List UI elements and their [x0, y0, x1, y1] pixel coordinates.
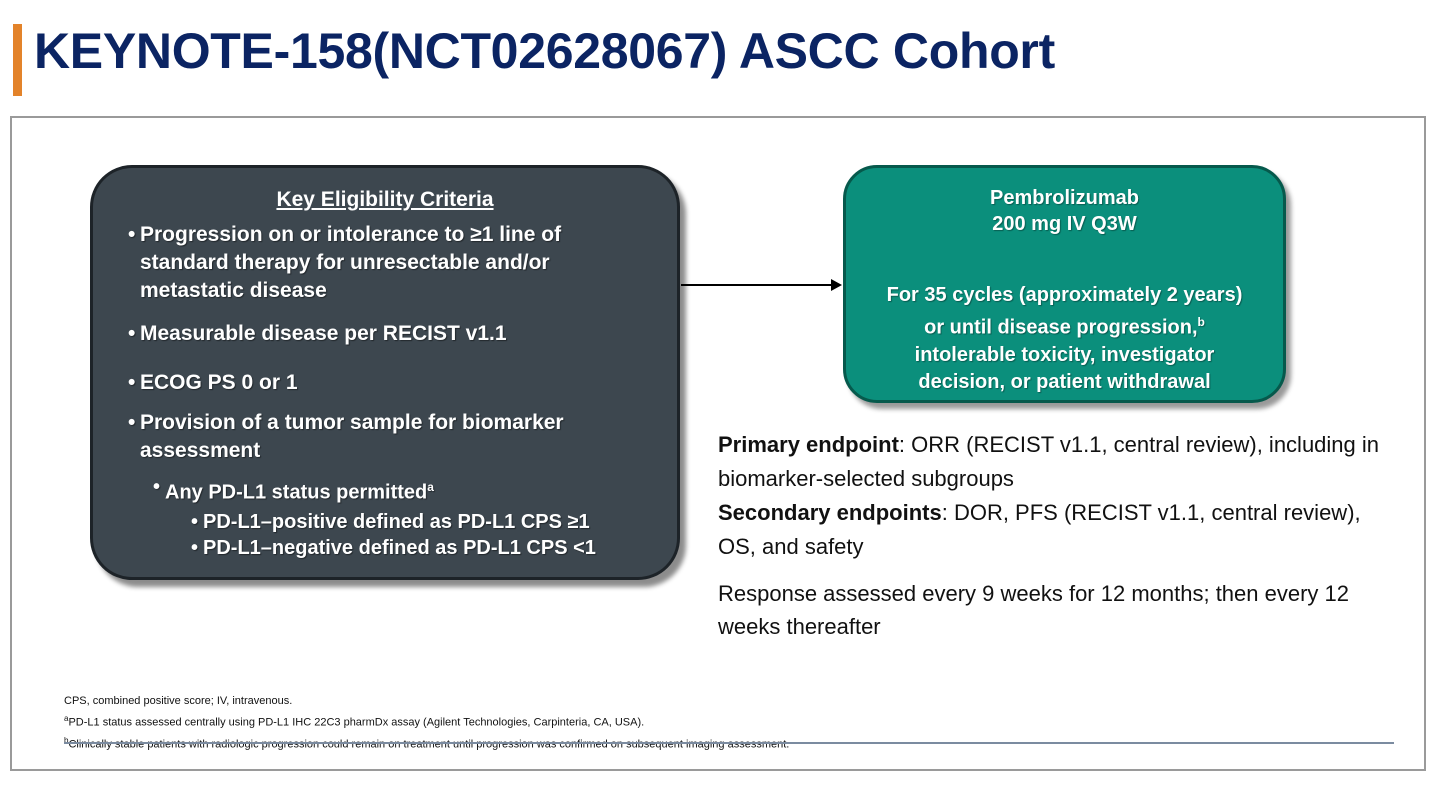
footnote-b-marker: b	[64, 735, 69, 745]
bullet: •	[153, 476, 161, 498]
criteria-line: metastatic disease	[140, 279, 327, 302]
bullet: •	[128, 223, 136, 246]
criteria-line: assessment	[140, 439, 261, 462]
footnote-marker-a: a	[427, 480, 434, 494]
bullet: •	[191, 537, 199, 559]
flow-arrow-line	[681, 284, 833, 286]
primary-endpoint-text: : ORR (RECIST v1.1, central review), inc…	[718, 432, 1380, 491]
criteria-line: Measurable disease per RECIST v1.1	[140, 322, 507, 345]
bullet: •	[128, 322, 136, 345]
footnote-b: bClinically stable patients with radiolo…	[64, 732, 789, 754]
criteria-sub-sub-item-negative: • PD-L1–negative defined as PD-L1 CPS <1	[191, 534, 596, 562]
footnote-abbreviations: CPS, combined positive score; IV, intrav…	[64, 695, 293, 707]
footnote-b-text: Clinically stable patients with radiolog…	[68, 738, 790, 751]
flow-arrow-head	[831, 279, 842, 291]
criteria-item-measurable: • Measurable disease per RECIST v1.1	[128, 320, 507, 348]
criteria-sub-sub-item-positive: • PD-L1–positive defined as PD-L1 CPS ≥1	[191, 508, 590, 536]
bullet: •	[128, 371, 136, 394]
treatment-duration: For 35 cycles (approximately 2 years) or…	[846, 282, 1283, 396]
secondary-endpoint: Secondary endpoints: DOR, PFS (RECIST v1…	[718, 496, 1398, 564]
title-accent-bar	[13, 24, 22, 96]
criteria-sub-sub-text: PD-L1–negative defined as PD-L1 CPS <1	[203, 537, 596, 559]
response-assessment-text: Response assessed every 9 weeks for 12 m…	[718, 581, 1350, 639]
primary-endpoint-label: Primary endpoint	[718, 432, 899, 457]
drug-name: Pembrolizumab	[990, 187, 1139, 209]
criteria-line: standard therapy for unresectable and/or	[140, 251, 550, 274]
treatment-box: Pembrolizumab 200 mg IV Q3W For 35 cycle…	[843, 165, 1286, 403]
duration-line: or until disease progression,b	[846, 309, 1283, 342]
eligibility-heading: Key Eligibility Criteria	[276, 188, 494, 211]
criteria-line: ECOG PS 0 or 1	[140, 371, 298, 394]
footnote-a: aPD-L1 status assessed centrally using P…	[64, 710, 789, 732]
endpoints-text: Primary endpoint: ORR (RECIST v1.1, cent…	[718, 428, 1398, 564]
criteria-sub-text: Any PD-L1 status permitted	[165, 481, 428, 504]
secondary-endpoint-label: Secondary endpoints	[718, 500, 942, 525]
criteria-sub-sub-text: PD-L1–positive defined as PD-L1 CPS ≥1	[203, 511, 590, 533]
footnote-divider	[64, 742, 1394, 744]
criteria-line: Provision of a tumor sample for biomarke…	[140, 411, 564, 434]
content-frame	[10, 116, 1426, 771]
duration-line: intolerable toxicity, investigator	[914, 343, 1215, 366]
secondary-endpoint-text: : DOR, PFS (RECIST v1.1, central review)…	[718, 500, 1361, 559]
eligibility-criteria-box: Key Eligibility Criteria • Progression o…	[90, 165, 680, 580]
duration-line-text: or until disease progression,	[924, 316, 1198, 339]
criteria-line: Progression on or intolerance to ≥1 line…	[140, 223, 562, 246]
criteria-item-progression: • Progression on or intolerance to ≥1 li…	[128, 221, 562, 305]
footnotes: CPS, combined positive score; IV, intrav…	[64, 693, 789, 753]
footnote-marker-b: b	[1197, 315, 1205, 329]
bullet: •	[191, 511, 199, 533]
criteria-item-ecog: • ECOG PS 0 or 1	[128, 369, 298, 397]
criteria-sub-item-pdl1-status: • Any PD-L1 status permitteda	[153, 473, 434, 507]
treatment-drug: Pembrolizumab 200 mg IV Q3W	[846, 185, 1283, 237]
drug-dose: 200 mg IV Q3W	[992, 213, 1137, 235]
footnote-a-text: PD-L1 status assessed centrally using PD…	[68, 716, 645, 729]
criteria-item-tumor-sample: • Provision of a tumor sample for biomar…	[128, 409, 564, 465]
bullet: •	[128, 411, 136, 434]
slide-title: KEYNOTE-158(NCT02628067) ASCC Cohort	[34, 23, 1055, 79]
duration-line: For 35 cycles (approximately 2 years)	[886, 284, 1243, 306]
primary-endpoint: Primary endpoint: ORR (RECIST v1.1, cent…	[718, 428, 1398, 496]
footnote-a-marker: a	[64, 714, 69, 723]
duration-line: decision, or patient withdrawal	[918, 370, 1211, 393]
